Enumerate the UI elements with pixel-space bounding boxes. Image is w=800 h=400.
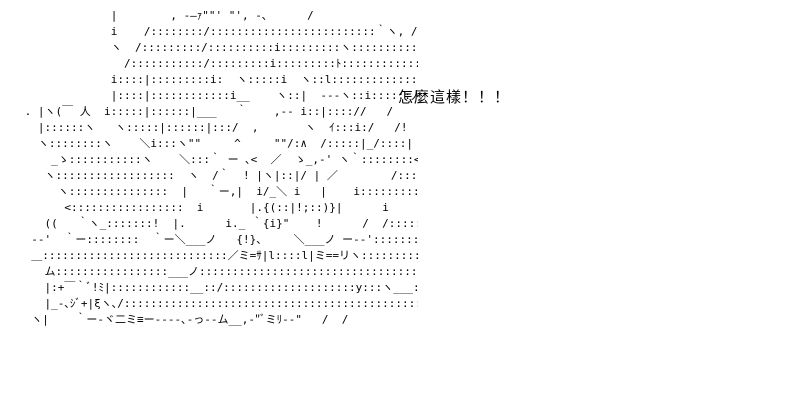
art-line: ＿::::::::::::::::::::::::::::／ミ=ｻ|l::::l… xyxy=(31,249,418,262)
ascii-art-illustration: | , -―ｧ""' "', -､ / i /::::::::/::::::::… xyxy=(18,8,418,393)
art-line: ヽ::::::::::::::: | ｀ー,| i/_＼ i | i::::::… xyxy=(18,185,418,198)
art-line: . |ヽ(￣ 人 i:::::|::::::|___ ｀ ,-- i::|:::… xyxy=(18,105,394,118)
art-line: |:+￣｀ﾞ!ﾐ|::::::::::::__::/::::::::::::::… xyxy=(44,281,418,294)
art-line: ヽ::::::::ヽ ＼i:::ヽ"" ^ ""/:∧ /:::::|_/:::… xyxy=(18,137,413,150)
art-line: i /::::::::/:::::::::::::::::::::::::｀ヽ,… xyxy=(18,25,418,38)
art-line: |::::::ヽ ヽ:::::|::::::|:::/ , ヽ ｲ:::i:/ … xyxy=(18,121,418,134)
art-line: ム:::::::::::::::::___ノ::::::::::::::::::… xyxy=(44,265,418,278)
art-line: ヽ| ｀ー-ヾ二ミ≡ー----､-っ--ム__,-"ﾞミﾘ--" / / xyxy=(18,313,349,326)
art-line: | , -―ｧ""' "', -､ / xyxy=(18,9,314,22)
art-line: (( ｀ヽ_:::::::! |. i._ ｀{i}" ! / /::::::/… xyxy=(44,217,418,230)
caption-text: 怎麼這樣！！！ xyxy=(398,88,511,106)
art-line: |_-､ｼﾞ+|ξヽ､/::::::::::::::::::::::::::::… xyxy=(44,297,418,310)
art-line: ヽ /:::::::::/::::::::::i:::::::::ヽ::::::… xyxy=(18,41,418,54)
art-line: |::::|::::::::::::i__ ヽ::| ---ヽ::i::::::… xyxy=(18,89,418,102)
art-line: --' ｀ー:::::::: ｀ー＼___ノ {!}、 ＼___ノ ー--'::… xyxy=(18,233,418,246)
art-line: /:::::::::::/:::::::::i:::::::::ﾄ:::::::… xyxy=(18,57,418,70)
art-line: ヽ:::::::::::::::::: ヽ /｀ ! |ヽ|::|/ | ／ /… xyxy=(44,169,418,182)
art-line: i::::|:::::::::i: ヽ:::::i ヽ::l::::::::::… xyxy=(110,73,418,86)
art-line: <::::::::::::::::: i |.{(::|!;::)}| i |:… xyxy=(64,201,418,214)
art-line: _ゝ:::::::::::ヽ ＼:::｀ ー ､< ／ ゝ_,-' ヽ｀::::… xyxy=(18,153,418,166)
